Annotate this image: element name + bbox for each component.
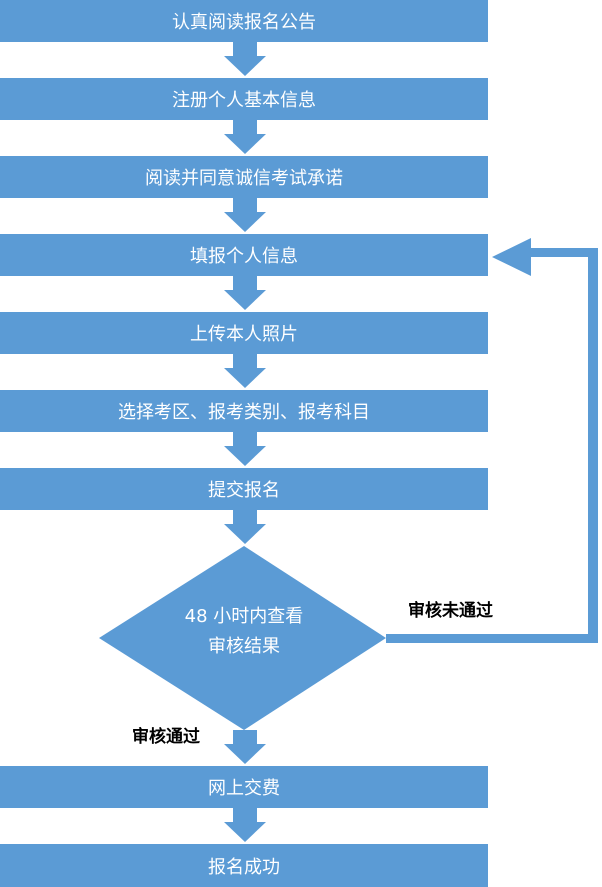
step-select-options-label: 选择考区、报考类别、报考科目 [118, 402, 370, 423]
pass-label: 审核通过 [132, 727, 200, 747]
down-arrow-5 [224, 354, 266, 388]
step-submit-label: 提交报名 [208, 480, 280, 501]
down-arrow-2 [224, 120, 266, 154]
step-submit: 提交报名 [0, 468, 488, 510]
down-arrow-7 [224, 510, 266, 544]
decision-text: 48 小时内查看 审核结果 [140, 602, 348, 662]
step-select-options: 选择考区、报考类别、报考科目 [0, 390, 488, 432]
step-agree-pledge-label: 阅读并同意诚信考试承诺 [145, 168, 343, 189]
step-fill-info-label: 填报个人信息 [190, 246, 298, 267]
step-read-announcement: 认真阅读报名公告 [0, 0, 488, 42]
decision-diamond [99, 546, 386, 730]
down-arrow-1 [224, 42, 266, 76]
down-arrow-9 [224, 808, 266, 842]
down-arrow-3 [224, 198, 266, 232]
down-arrow-6 [224, 432, 266, 466]
step-success: 报名成功 [0, 844, 488, 887]
step-upload-photo: 上传本人照片 [0, 312, 488, 354]
step-agree-pledge: 阅读并同意诚信考试承诺 [0, 156, 488, 198]
down-arrow-4 [224, 276, 266, 310]
step-fill-info: 填报个人信息 [0, 234, 488, 276]
decision-line-1: 48 小时内查看 [184, 606, 304, 627]
loop-back-arrow [386, 238, 598, 643]
step-register: 注册个人基本信息 [0, 78, 488, 120]
step-upload-photo-label: 上传本人照片 [190, 324, 298, 345]
step-register-label: 注册个人基本信息 [172, 90, 316, 111]
step-success-label: 报名成功 [208, 856, 280, 878]
step-pay-online: 网上交费 [0, 766, 488, 808]
decision-line-2: 审核结果 [208, 636, 280, 657]
step-read-announcement-label: 认真阅读报名公告 [172, 12, 316, 33]
fail-label: 审核未通过 [408, 601, 493, 621]
down-arrow-8 [224, 730, 266, 764]
step-pay-online-label: 网上交费 [208, 778, 280, 799]
